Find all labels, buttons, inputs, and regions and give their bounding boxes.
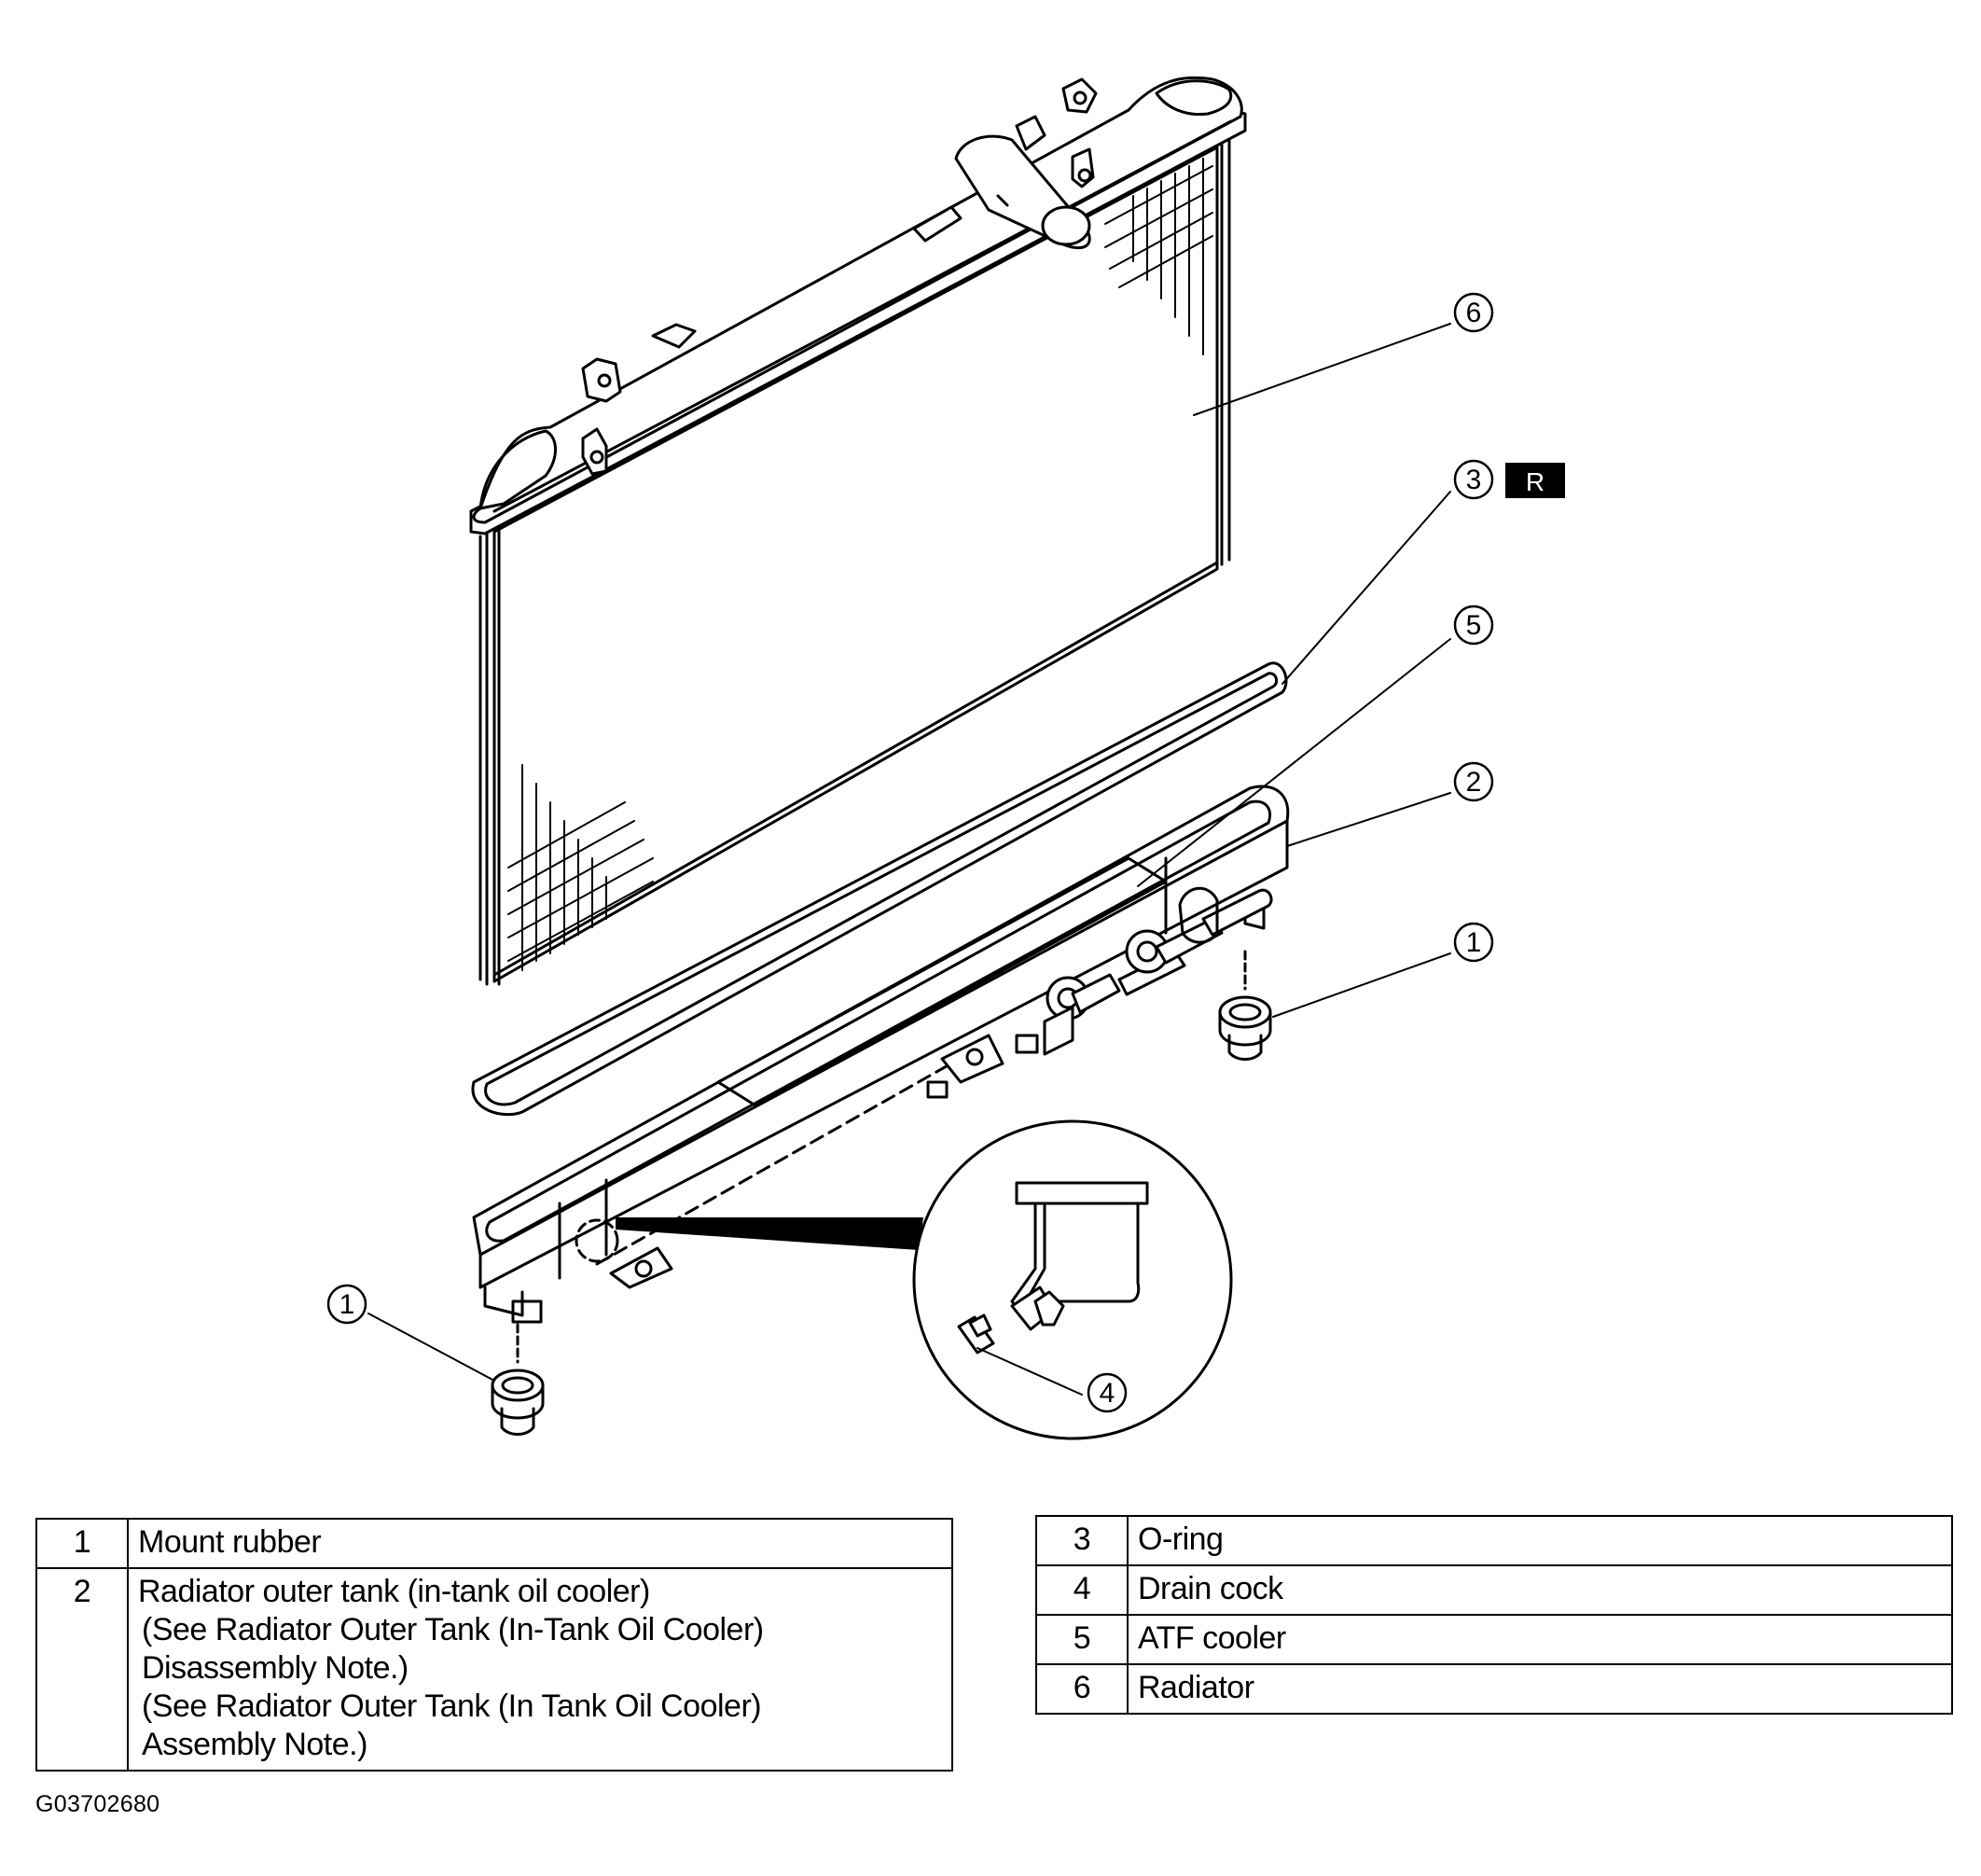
legend-row: 6 Radiator (1035, 1663, 1953, 1715)
legend-row: 3 O-ring (1035, 1515, 1953, 1566)
legend-number: 3 (1035, 1515, 1129, 1566)
legend-row: 1 Mount rubber (35, 1518, 953, 1569)
callout-2-circle (1453, 761, 1494, 802)
radiator-core (478, 138, 1231, 986)
callout-4-circle (1087, 1372, 1128, 1413)
radiator-upper-tank (469, 76, 1247, 535)
legend-line: (See Radiator Outer Tank (In Tank Oil Co… (142, 1688, 762, 1724)
legend-number: 6 (1035, 1663, 1129, 1715)
legend-line: Assembly Note.) (142, 1727, 367, 1762)
legend-table-left: 1 Mount rubber 2 Radiator outer tank (in… (35, 1518, 953, 1772)
callout-3: 3 (1466, 465, 1482, 495)
legend-label: Radiator (1127, 1663, 1953, 1715)
replace-badge (1505, 463, 1565, 498)
callout-3-circle (1453, 459, 1494, 500)
callout-1-left: 1 (339, 1289, 355, 1320)
legend-row: 5 ATF cooler (1035, 1614, 1953, 1665)
legend-number: 4 (1035, 1564, 1129, 1616)
radiator-outer-tank (472, 785, 1290, 1324)
mount-rubber-right (1218, 950, 1272, 1061)
o-ring-gasket (471, 661, 1288, 1117)
legend-line: Disassembly Note.) (142, 1650, 409, 1686)
drain-cock-detail (616, 1119, 1233, 1440)
callout-1-right: 1 (1466, 927, 1482, 958)
callout-5: 5 (1466, 610, 1482, 641)
legend-label: ATF cooler (1127, 1614, 1953, 1665)
callout-6-circle (1453, 292, 1494, 333)
figure-code: G03702680 (35, 1791, 160, 1817)
legend-label: Drain cock (1127, 1564, 1953, 1616)
legend-number: 5 (1035, 1614, 1129, 1665)
legend-row: 4 Drain cock (1035, 1564, 1953, 1616)
legend-number: 2 (35, 1567, 129, 1772)
replace-badge-label: R (1526, 467, 1545, 496)
legend-row: 2 Radiator outer tank (in-tank oil coole… (35, 1567, 953, 1772)
callout-1-left-circle (326, 1284, 367, 1325)
legend-label: O-ring (1127, 1515, 1953, 1566)
legend-label: Mount rubber (127, 1518, 953, 1569)
mount-rubber-left (491, 1323, 545, 1436)
legend-number: 1 (35, 1518, 129, 1569)
callout-4: 4 (1100, 1378, 1115, 1409)
callout-1-right-circle (1453, 922, 1494, 963)
legend-line: Radiator outer tank (in-tank oil cooler) (138, 1574, 650, 1609)
legend-line: (See Radiator Outer Tank (In-Tank Oil Co… (142, 1612, 764, 1647)
legend-label: Radiator outer tank (in-tank oil cooler)… (127, 1567, 953, 1772)
callout-6: 6 (1466, 298, 1482, 328)
callout-2: 2 (1466, 767, 1482, 798)
callout-5-circle (1453, 604, 1494, 646)
legend-table-right: 3 O-ring 4 Drain cock 5 ATF cooler 6 Rad… (1035, 1515, 1953, 1715)
radiator-exploded-diagram: 6 3 5 2 1 1 4 R (326, 76, 1565, 1440)
